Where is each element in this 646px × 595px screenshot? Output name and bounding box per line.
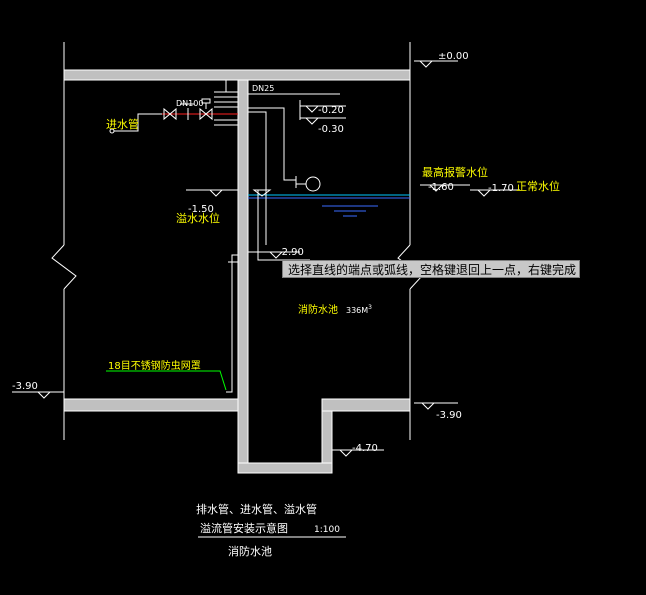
sump-bottom-slab bbox=[237, 462, 333, 474]
float-valve-assembly bbox=[248, 93, 340, 261]
normal-level-label: 正常水位 bbox=[516, 179, 560, 193]
elev-160: -1.60 bbox=[428, 182, 454, 193]
dn25-label: DN25 bbox=[252, 84, 274, 93]
sump-right-wall bbox=[321, 410, 333, 464]
inlet-pipe-assembly bbox=[109, 80, 238, 134]
title-line-3: 消防水池 bbox=[228, 544, 272, 558]
valve-2-icon bbox=[199, 107, 213, 121]
elev-470: -4.70 bbox=[352, 443, 378, 454]
elev-290: -2.90 bbox=[278, 247, 304, 258]
command-tooltip: 选择直线的端点或弧线，空格键退回上一点，右键完成 bbox=[282, 260, 580, 278]
title-line-1: 排水管、进水管、溢水管 bbox=[196, 502, 317, 516]
center-wall bbox=[237, 79, 249, 464]
inlet-pipe-label: 进水管 bbox=[106, 117, 139, 131]
elevation-markers bbox=[12, 60, 520, 457]
overflow-level-label: 溢水水位 bbox=[176, 211, 220, 225]
elev-390-left: -3.90 bbox=[12, 381, 38, 392]
volume-sup: 3 bbox=[368, 304, 372, 311]
left-floor-slab bbox=[63, 398, 239, 412]
overflow-pipe bbox=[226, 254, 238, 393]
water-surface bbox=[248, 194, 410, 217]
elev-030: -0.30 bbox=[318, 124, 344, 135]
mesh-note-label: 18目不锈钢防虫网罩 bbox=[108, 359, 201, 372]
valve-1-icon bbox=[163, 107, 177, 121]
volume-label: 336M3 bbox=[346, 304, 372, 315]
side-wall-lines bbox=[51, 42, 423, 440]
right-floor-slab bbox=[321, 398, 411, 412]
elev-170: -1.70 bbox=[488, 183, 514, 194]
highest-alarm-label: 最高报警水位 bbox=[422, 165, 488, 179]
fire-pool-label: 消防水池 bbox=[298, 303, 338, 316]
elev-top: ±0.00 bbox=[438, 51, 469, 62]
sump-outline bbox=[247, 411, 322, 464]
elev-390-right: -3.90 bbox=[436, 410, 462, 421]
elev-020: -0.20 bbox=[318, 105, 344, 116]
dn100-label: DN100 bbox=[176, 99, 203, 108]
elev-150: -1.50 bbox=[188, 204, 214, 215]
float-ball-icon bbox=[305, 176, 321, 192]
title-line-2: 溢流管安装示意图 bbox=[200, 521, 288, 535]
title-scale: 1:100 bbox=[314, 525, 340, 535]
mesh-note-leader bbox=[106, 370, 227, 391]
roof-slab bbox=[63, 69, 411, 81]
